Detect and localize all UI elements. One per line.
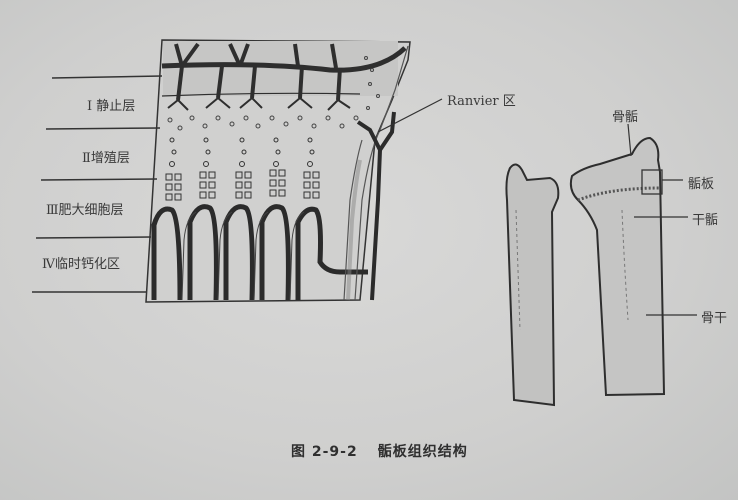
zone-text: 增殖层 xyxy=(90,151,130,166)
zone-text: 静止层 xyxy=(96,99,136,114)
growth-plate-histology-diagram xyxy=(145,39,411,303)
zone-numeral: Ⅲ xyxy=(46,203,59,218)
zone-numeral: Ⅰ xyxy=(87,99,93,114)
column-2 xyxy=(199,137,216,199)
zone-label-proliferative: Ⅱ增殖层 xyxy=(82,147,130,166)
column-4 xyxy=(269,137,286,197)
zone-label-resting: Ⅰ 静止层 xyxy=(87,95,135,114)
figure-caption: 图 2-9-2 骺板组织结构 xyxy=(291,441,468,461)
zone-text: 肥大细胞层 xyxy=(58,203,124,218)
epiphysis-label: 骨骺 xyxy=(612,110,639,125)
figure-title: 骺板组织结构 xyxy=(377,444,468,460)
column-1 xyxy=(165,137,182,201)
bone-leader-lines xyxy=(627,123,697,316)
ranvier-zone-label: Ranvier 区 xyxy=(447,94,516,109)
zone-text: 临时钙化区 xyxy=(55,257,121,272)
zone-label-calcification: Ⅳ临时钙化区 xyxy=(42,253,120,272)
figure-number: 图 2-9-2 xyxy=(291,444,358,460)
growth-plate-label: 骺板 xyxy=(688,177,715,192)
zone-label-hypertrophic: Ⅲ肥大细胞层 xyxy=(46,199,124,218)
column-3 xyxy=(235,137,252,199)
column-5 xyxy=(303,137,320,199)
zone-divider-lines xyxy=(32,75,163,293)
zone-numeral: Ⅳ xyxy=(42,257,55,272)
ranvier-leader-line xyxy=(377,98,443,133)
diaphysis-label: 骨干 xyxy=(701,311,728,326)
metaphysis-label: 干骺 xyxy=(692,213,719,228)
long-bone-diagram xyxy=(505,136,666,407)
zone-numeral: Ⅱ xyxy=(82,151,91,166)
